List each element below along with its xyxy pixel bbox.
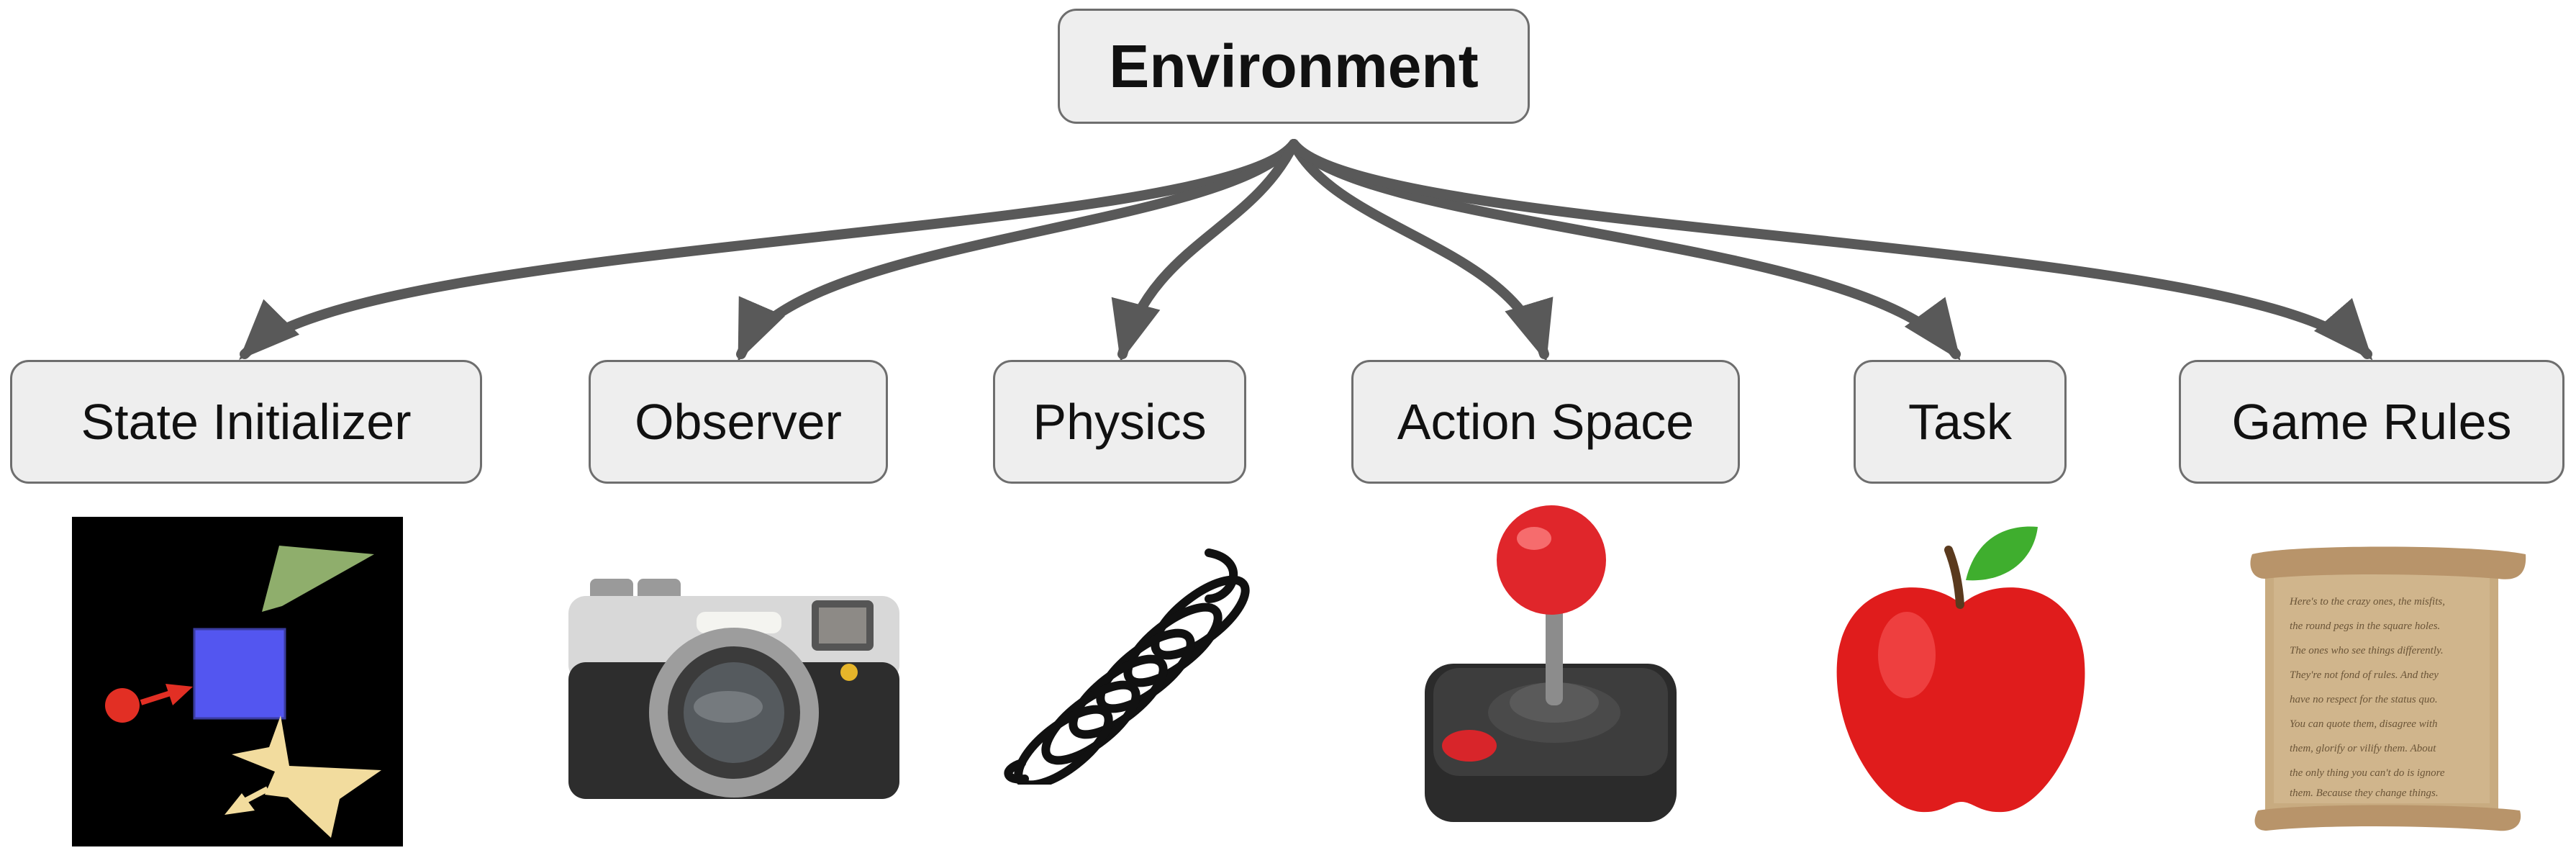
scroll-line: have no respect for the status quo. [2290, 694, 2438, 705]
scroll-icon: Here's to the crazy ones, the misfits, t… [2250, 546, 2526, 831]
apple-icon [1836, 526, 2085, 813]
apple-stem [1944, 546, 1964, 609]
red-circle [105, 688, 140, 723]
physics-label: Physics [1033, 394, 1207, 450]
spring-icon [1004, 548, 1250, 785]
environment-node: Environment [1058, 9, 1530, 124]
camera-lens-reflection [694, 691, 763, 723]
arrow-to-observer [736, 139, 1299, 362]
joystick-icon [1425, 505, 1677, 822]
arrow-to-action-space [1289, 139, 1554, 362]
joystick-fire-button [1442, 730, 1497, 762]
game-rules-label: Game Rules [2231, 394, 2512, 450]
scroll-line: the round pegs in the square holes. [2290, 620, 2440, 632]
scroll-line: They're not fond of rules. And they [2290, 669, 2439, 681]
scroll-line: them. Because they change things. [2290, 787, 2439, 799]
joystick-stick [1546, 605, 1563, 705]
camera-viewfinder-glass [819, 608, 866, 644]
arrow-to-physics [1111, 139, 1299, 362]
state-initializer-shapes [72, 517, 403, 846]
blue-square [193, 628, 286, 720]
yellow-star-shape [232, 715, 381, 838]
observer-node: Observer [589, 360, 888, 484]
state-initializer-node: State Initializer [10, 360, 482, 484]
joystick-ball-shine [1517, 527, 1551, 550]
scroll-line: The ones who see things differently. [2290, 645, 2444, 656]
scroll-paper-inner [2274, 573, 2490, 803]
yellow-arrow-head [225, 793, 255, 815]
red-arrow-line [140, 690, 174, 705]
arrow-to-state-initializer [239, 139, 1299, 360]
spring-bottom-end [1004, 759, 1029, 784]
scroll-line: them, glorify or vilify them. About [2290, 743, 2436, 754]
red-arrow-head [165, 684, 193, 705]
camera-flash [697, 612, 781, 633]
task-node: Task [1854, 360, 2067, 484]
apple-leaf [1966, 526, 2038, 581]
scroll-line: Here's to the crazy ones, the misfits, [2289, 596, 2445, 608]
task-label: Task [1908, 394, 2012, 450]
environment-label: Environment [1109, 32, 1479, 100]
apple-shine [1878, 612, 1936, 698]
scroll-line: the only thing you can't do is ignore [2290, 767, 2445, 779]
green-trapezoid [262, 546, 374, 612]
camera-indicator [840, 664, 858, 681]
scroll-bottom-roll [2254, 805, 2521, 831]
spring-coil-6 [1014, 705, 1113, 785]
joystick-ball [1497, 505, 1606, 615]
game-rules-node: Game Rules [2179, 360, 2564, 484]
scroll-top-roll [2250, 546, 2526, 579]
action-space-node: Action Space [1351, 360, 1740, 484]
observer-label: Observer [635, 394, 842, 450]
camera-icon [568, 579, 899, 799]
physics-node: Physics [993, 360, 1246, 484]
state-initializer-label: State Initializer [81, 394, 412, 450]
scroll-line: You can quote them, disagree with [2290, 718, 2438, 730]
apple-body [1836, 587, 2085, 813]
arrow-to-game-rules [1289, 139, 2373, 361]
action-space-label: Action Space [1397, 394, 1695, 450]
